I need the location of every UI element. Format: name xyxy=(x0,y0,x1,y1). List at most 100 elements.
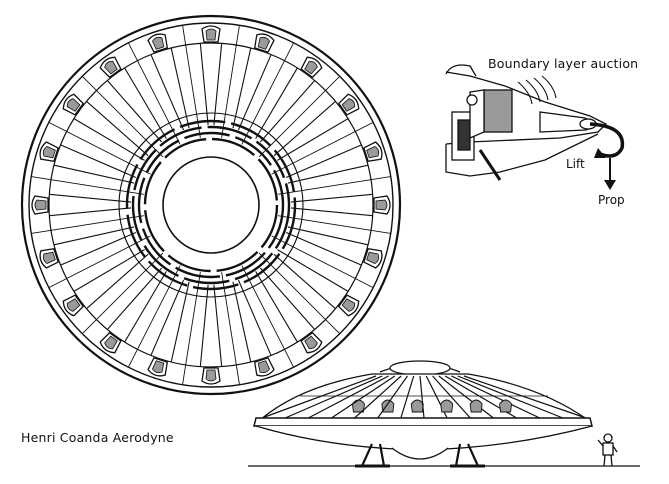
human-figure xyxy=(597,433,618,467)
nozzle-bucket xyxy=(201,367,221,385)
inner-ring xyxy=(131,125,291,285)
nozzle-bucket xyxy=(373,195,391,215)
lower-pod xyxy=(391,447,449,460)
hull-rib xyxy=(419,375,425,419)
vane-divider xyxy=(255,67,316,143)
inner-ring xyxy=(143,137,279,273)
vane-divider xyxy=(285,144,369,184)
cutaway-detail xyxy=(445,64,625,190)
inner-rings xyxy=(118,112,304,298)
hull-rib xyxy=(438,375,494,419)
hull-ribs xyxy=(261,375,587,419)
inner-ring xyxy=(137,131,285,279)
vane-separator xyxy=(31,176,144,195)
nozzle-bucket xyxy=(300,56,323,79)
hull-vent xyxy=(469,399,483,413)
vane-separator xyxy=(81,252,164,335)
diagram-caption: Henri Coanda Aerodyne xyxy=(21,430,174,445)
outer-rim xyxy=(20,14,402,396)
vane-divider xyxy=(53,226,137,266)
hull-rib xyxy=(261,375,377,419)
boundary-layer-label: Boundary layer auction xyxy=(488,56,639,71)
vane-divider xyxy=(232,47,272,131)
hull-rib xyxy=(308,375,389,419)
vane-separator xyxy=(127,42,181,145)
inner-ring-boundary xyxy=(118,112,304,298)
vane-separator xyxy=(127,265,181,368)
lift-label: Lift xyxy=(566,157,585,171)
vane-separator xyxy=(271,235,374,289)
vane-separator xyxy=(31,215,144,234)
cutaway-canopy xyxy=(445,64,477,77)
nozzle-bucket xyxy=(99,56,122,79)
nozzle-bucket xyxy=(253,33,275,53)
nozzle-bucket xyxy=(39,247,59,269)
outer-rim-inner xyxy=(28,22,394,388)
vane-divider xyxy=(273,100,349,161)
nozzle-bucket xyxy=(337,294,360,317)
hull-rib xyxy=(354,375,402,419)
nozzle-bucket xyxy=(62,93,85,116)
vane-divider xyxy=(285,226,369,266)
vane-separator xyxy=(48,121,151,175)
vane-separator xyxy=(81,75,164,158)
vane-divider xyxy=(199,284,223,367)
vane-divider xyxy=(199,43,223,126)
vane-separator xyxy=(48,235,151,289)
side-view-saucer xyxy=(248,360,640,468)
vane-divider xyxy=(273,249,349,310)
hull-rib xyxy=(400,375,415,419)
nozzle-bucket xyxy=(337,93,360,116)
vane-separator xyxy=(258,252,341,335)
nozzle-bucket xyxy=(253,357,275,377)
vane-separator xyxy=(182,272,201,385)
nozzle-bucket xyxy=(99,331,122,354)
vane-separator xyxy=(221,25,240,138)
central-hub xyxy=(162,156,260,254)
vane-divider xyxy=(49,193,132,217)
radial-vanes xyxy=(31,25,391,385)
hull-rib xyxy=(432,375,471,419)
nozzle-bucket xyxy=(147,33,169,53)
vane-divider xyxy=(73,249,149,310)
lift-arrow xyxy=(589,122,625,158)
vane-outer-ring xyxy=(48,42,374,368)
hull-vent xyxy=(499,399,513,413)
dome-cap xyxy=(389,360,451,376)
vane-divider xyxy=(73,100,149,161)
landing-legs xyxy=(355,443,485,468)
vane-separator xyxy=(278,176,391,195)
engine-core xyxy=(457,119,471,151)
vane-separator xyxy=(271,121,374,175)
cutaway-hull-lower xyxy=(445,133,599,177)
inner-ring xyxy=(125,119,297,291)
hull-vent xyxy=(440,399,454,413)
vane-separator xyxy=(221,272,240,385)
vane-divider xyxy=(106,67,167,143)
hull-rib xyxy=(377,375,408,419)
vane-separator xyxy=(241,42,295,145)
rim-band xyxy=(253,417,593,427)
nozzle-bucket xyxy=(201,25,221,43)
vane-separator xyxy=(241,265,295,368)
nozzle-bucket xyxy=(39,141,59,163)
nozzle-bucket xyxy=(363,247,383,269)
hull-rib xyxy=(463,375,587,419)
vane-divider xyxy=(150,47,190,131)
hull-rib xyxy=(457,375,564,419)
hull-rib xyxy=(331,375,396,419)
prop-arrow-head xyxy=(604,180,616,190)
hull-rib xyxy=(284,375,383,419)
pilot-head xyxy=(466,94,478,106)
nozzle-bucket xyxy=(147,357,169,377)
nozzle-bucket xyxy=(62,294,85,317)
vane-divider xyxy=(53,144,137,184)
prop-label: Prop xyxy=(598,193,625,207)
suction-arrows xyxy=(517,75,557,105)
vane-divider xyxy=(255,267,316,343)
vane-divider xyxy=(290,193,373,217)
vane-divider xyxy=(232,279,272,363)
lower-hull xyxy=(255,425,593,451)
vane-divider xyxy=(106,267,167,343)
